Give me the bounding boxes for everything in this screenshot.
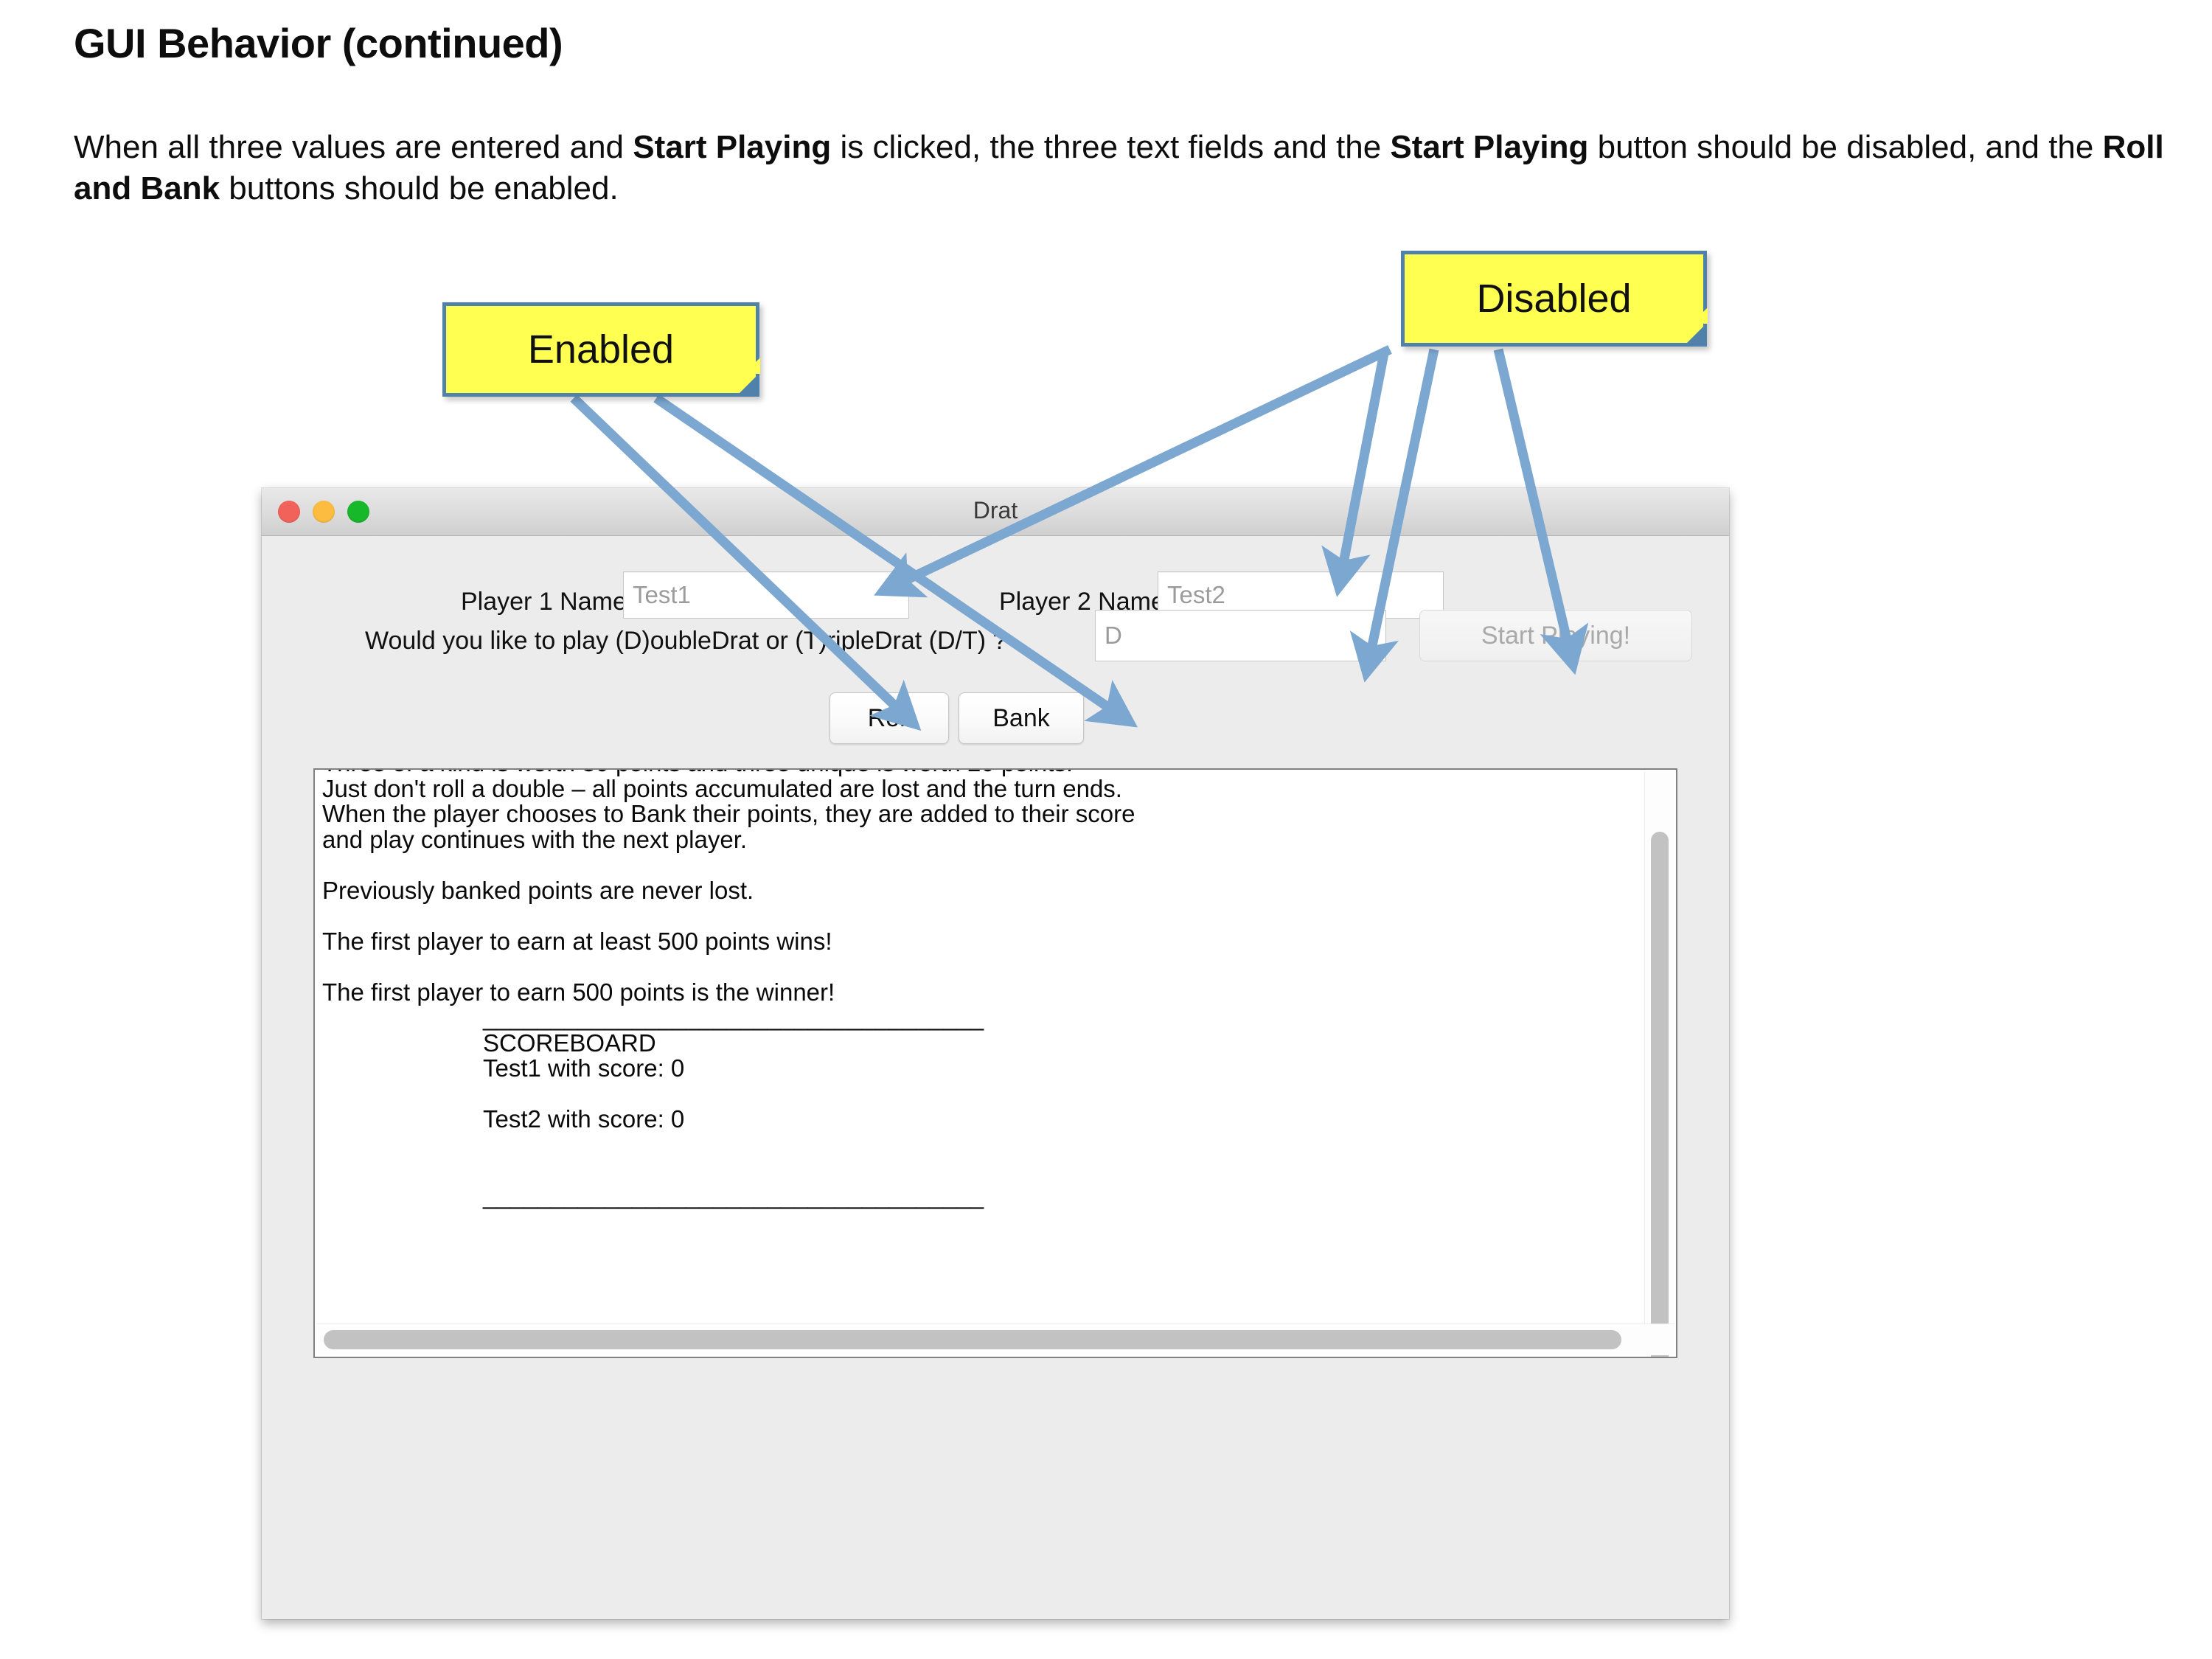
game-mode-label: Would you like to play (D)oubleDrat or (… [365,627,1007,655]
log-horizontal-scrollbar-thumb[interactable] [324,1330,1621,1349]
traffic-light-group [278,501,369,523]
game-mode-input[interactable]: D [1095,610,1386,661]
body-emphasis-roll-and-bank: Roll and Bank [74,129,2164,207]
scoreboard-block: _____________________________________ SC… [483,1004,984,1209]
sticky-note-fold-icon [736,358,760,397]
body-text-part: When all three values are entered and [74,129,633,165]
log-vertical-scrollbar-thumb[interactable] [1651,832,1669,1357]
window-title: Drat [973,497,1018,524]
callout-enabled-label: Enabled [527,327,675,372]
callout-disabled: Disabled [1401,251,1708,347]
minimize-window-icon[interactable] [313,501,335,523]
body-text-part: buttons should be enabled. [220,170,619,207]
page-title: GUI Behavior (continued) [74,20,563,66]
zoom-window-icon[interactable] [347,501,369,523]
log-vertical-scrollbar[interactable] [1644,771,1674,1357]
close-window-icon[interactable] [278,501,300,523]
body-emphasis-start-playing-2: Start Playing [1390,129,1589,165]
slide-body-text: When all three values are entered and St… [74,127,2183,210]
window-titlebar[interactable]: Drat [262,488,1729,536]
body-text-part: button should be disabled, and the [1588,129,2103,165]
body-emphasis-start-playing-1: Start Playing [633,129,832,165]
callout-enabled: Enabled [442,302,760,397]
player1-name-input[interactable]: Test1 [623,571,909,619]
app-window: Drat Player 1 Name: Test1 Player 2 Name:… [262,488,1729,1619]
game-log-panel: Three of a kind is worth 30 points and t… [313,768,1677,1358]
player1-name-label: Player 1 Name: [461,588,634,616]
callout-disabled-label: Disabled [1476,276,1632,321]
roll-button[interactable]: Roll [830,692,949,744]
sticky-note-fold-icon [1683,307,1708,347]
body-text-part: is clicked, the three text fields and th… [831,129,1391,165]
window-content: Player 1 Name: Test1 Player 2 Name: Test… [262,536,1729,1619]
start-playing-button[interactable]: Start Playing! [1419,610,1692,661]
game-log-text: Three of a kind is worth 30 points and t… [322,770,1620,1209]
game-log-body: Three of a kind is worth 30 points and t… [322,770,1135,1006]
bank-button[interactable]: Bank [959,692,1084,744]
log-horizontal-scrollbar[interactable] [316,1324,1674,1355]
